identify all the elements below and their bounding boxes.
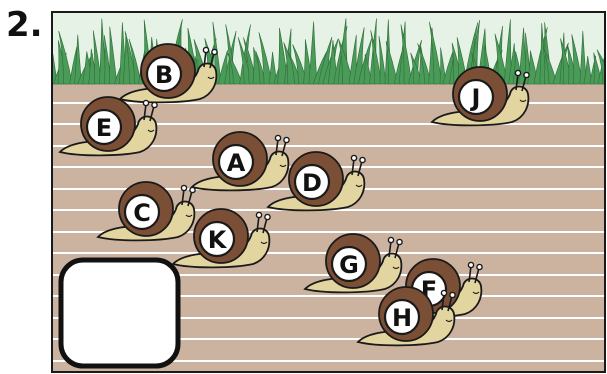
snail-label-circle: [85, 108, 123, 146]
grass-blade: [400, 24, 413, 85]
snail-smile: [185, 214, 193, 218]
snail-eye: [440, 289, 448, 297]
grass-blade: [108, 26, 118, 85]
snail-antenna: [275, 138, 279, 156]
snail-eye: [264, 213, 271, 221]
snail-label-circle: [198, 220, 236, 258]
answer-box[interactable]: [58, 257, 181, 369]
grass-blade: [74, 34, 82, 85]
snail-j: J: [430, 66, 530, 127]
snail-eye: [211, 48, 218, 56]
snail-smile: [207, 76, 215, 80]
grass-blade: [542, 46, 558, 85]
grass-blade: [429, 21, 443, 85]
snail-eye: [180, 184, 188, 192]
snail-d: D: [266, 151, 366, 212]
snail-eye: [476, 263, 483, 271]
snail-eye: [189, 186, 196, 194]
snail-eye: [255, 211, 263, 219]
snail-label-circle: [217, 143, 255, 181]
snail-eye: [449, 291, 456, 299]
snail-antenna: [474, 267, 480, 284]
snail-e: E: [58, 96, 158, 157]
snail-eye: [350, 154, 358, 162]
snail-antenna: [441, 293, 445, 311]
snail-label-circle: [145, 55, 183, 93]
snail-label: C: [133, 199, 151, 227]
snail-antenna: [149, 105, 155, 122]
snail-antenna: [515, 73, 519, 91]
snail-antenna: [357, 160, 363, 177]
snail-eye: [467, 261, 475, 269]
snail-smile: [147, 129, 155, 133]
snail-eye: [359, 156, 366, 164]
snail-smile: [279, 164, 287, 168]
snail-antenna: [388, 240, 392, 258]
snail-a: A: [190, 131, 290, 192]
snail-smile: [472, 291, 480, 295]
grass-blade: [58, 30, 73, 85]
snail-label: B: [155, 61, 173, 89]
snail-antenna: [468, 265, 472, 283]
snail-smile: [355, 184, 363, 188]
snail-smile: [445, 319, 453, 323]
grass-blade: [308, 21, 318, 85]
snail-antenna: [203, 50, 207, 68]
snail-antenna: [281, 140, 287, 157]
grass-blade: [128, 38, 142, 85]
snail-label-circle: [123, 193, 161, 231]
question-number: 2.: [6, 5, 43, 45]
scene-frame: [51, 11, 606, 373]
snail-antenna: [447, 295, 453, 312]
snail-eye: [202, 46, 210, 54]
snail-smile: [260, 241, 268, 245]
snail-label-circle: [383, 298, 421, 336]
snail-label-circle: [293, 163, 331, 201]
snail-label-circle: [457, 78, 495, 116]
grass-blade: [45, 37, 52, 84]
snail-antenna: [181, 188, 185, 206]
snail-smile: [519, 99, 527, 103]
snail-eye: [523, 71, 530, 79]
snail-eye: [151, 101, 158, 109]
snail-eye: [142, 99, 150, 107]
snail-antenna: [256, 215, 260, 233]
snail-label: A: [227, 149, 246, 177]
snail-g: G: [303, 233, 403, 294]
snail-antenna: [143, 103, 147, 121]
snail-label: D: [302, 169, 322, 197]
snail-eye: [387, 236, 395, 244]
snail-eye: [283, 136, 290, 144]
snail-k: K: [171, 208, 271, 269]
grass-blade: [596, 49, 605, 85]
snail-eye: [396, 238, 403, 246]
snail-b: B: [118, 43, 218, 104]
snail-h: H: [356, 286, 456, 347]
grass-blade: [227, 52, 243, 85]
snail-eye: [514, 69, 522, 77]
snail-antenna: [262, 217, 268, 234]
grass-blade: [378, 35, 387, 85]
snail-label: G: [339, 251, 359, 279]
snail-eye: [274, 134, 282, 142]
snail-smile: [392, 266, 400, 270]
snail-label: E: [96, 114, 112, 142]
snail-c: C: [96, 181, 196, 242]
grass-blades: [45, 18, 605, 85]
snail-antenna: [209, 52, 215, 69]
snail-antenna: [187, 190, 193, 207]
snail-label: H: [392, 304, 412, 332]
snail-label-circle: [330, 245, 368, 283]
snail-label: K: [208, 226, 228, 254]
snail-antenna: [351, 158, 355, 176]
snail-antenna: [521, 75, 527, 92]
snail-antenna: [394, 242, 400, 259]
snail-label: J: [470, 84, 481, 112]
